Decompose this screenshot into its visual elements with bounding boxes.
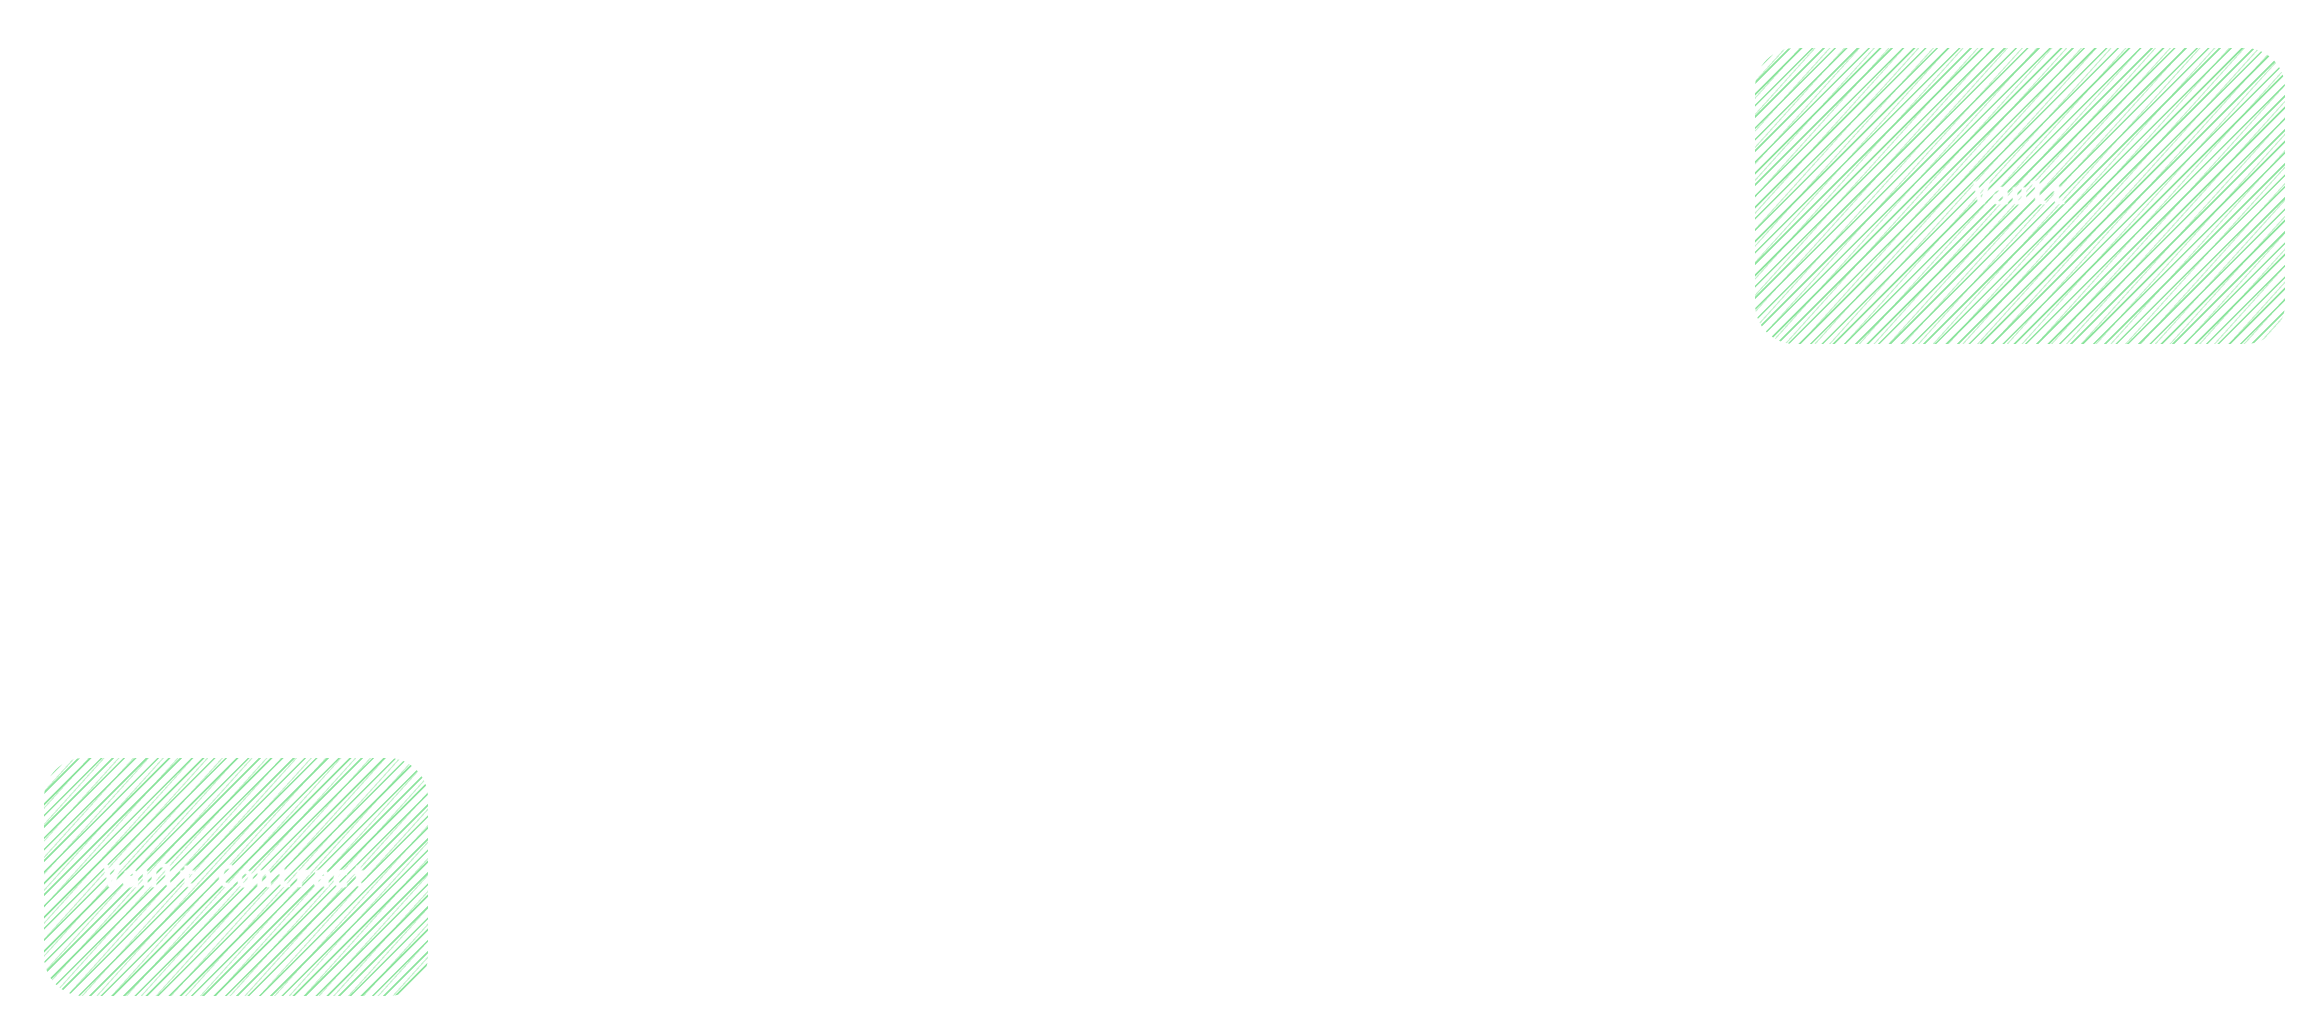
node-vault-contract[interactable]: Vault Contract	[44, 758, 428, 996]
node-vault-contract-label: Vault Contract	[102, 859, 370, 895]
node-vault-label: Vault	[1972, 176, 2068, 212]
node-vault[interactable]: Vault	[1755, 48, 2285, 344]
